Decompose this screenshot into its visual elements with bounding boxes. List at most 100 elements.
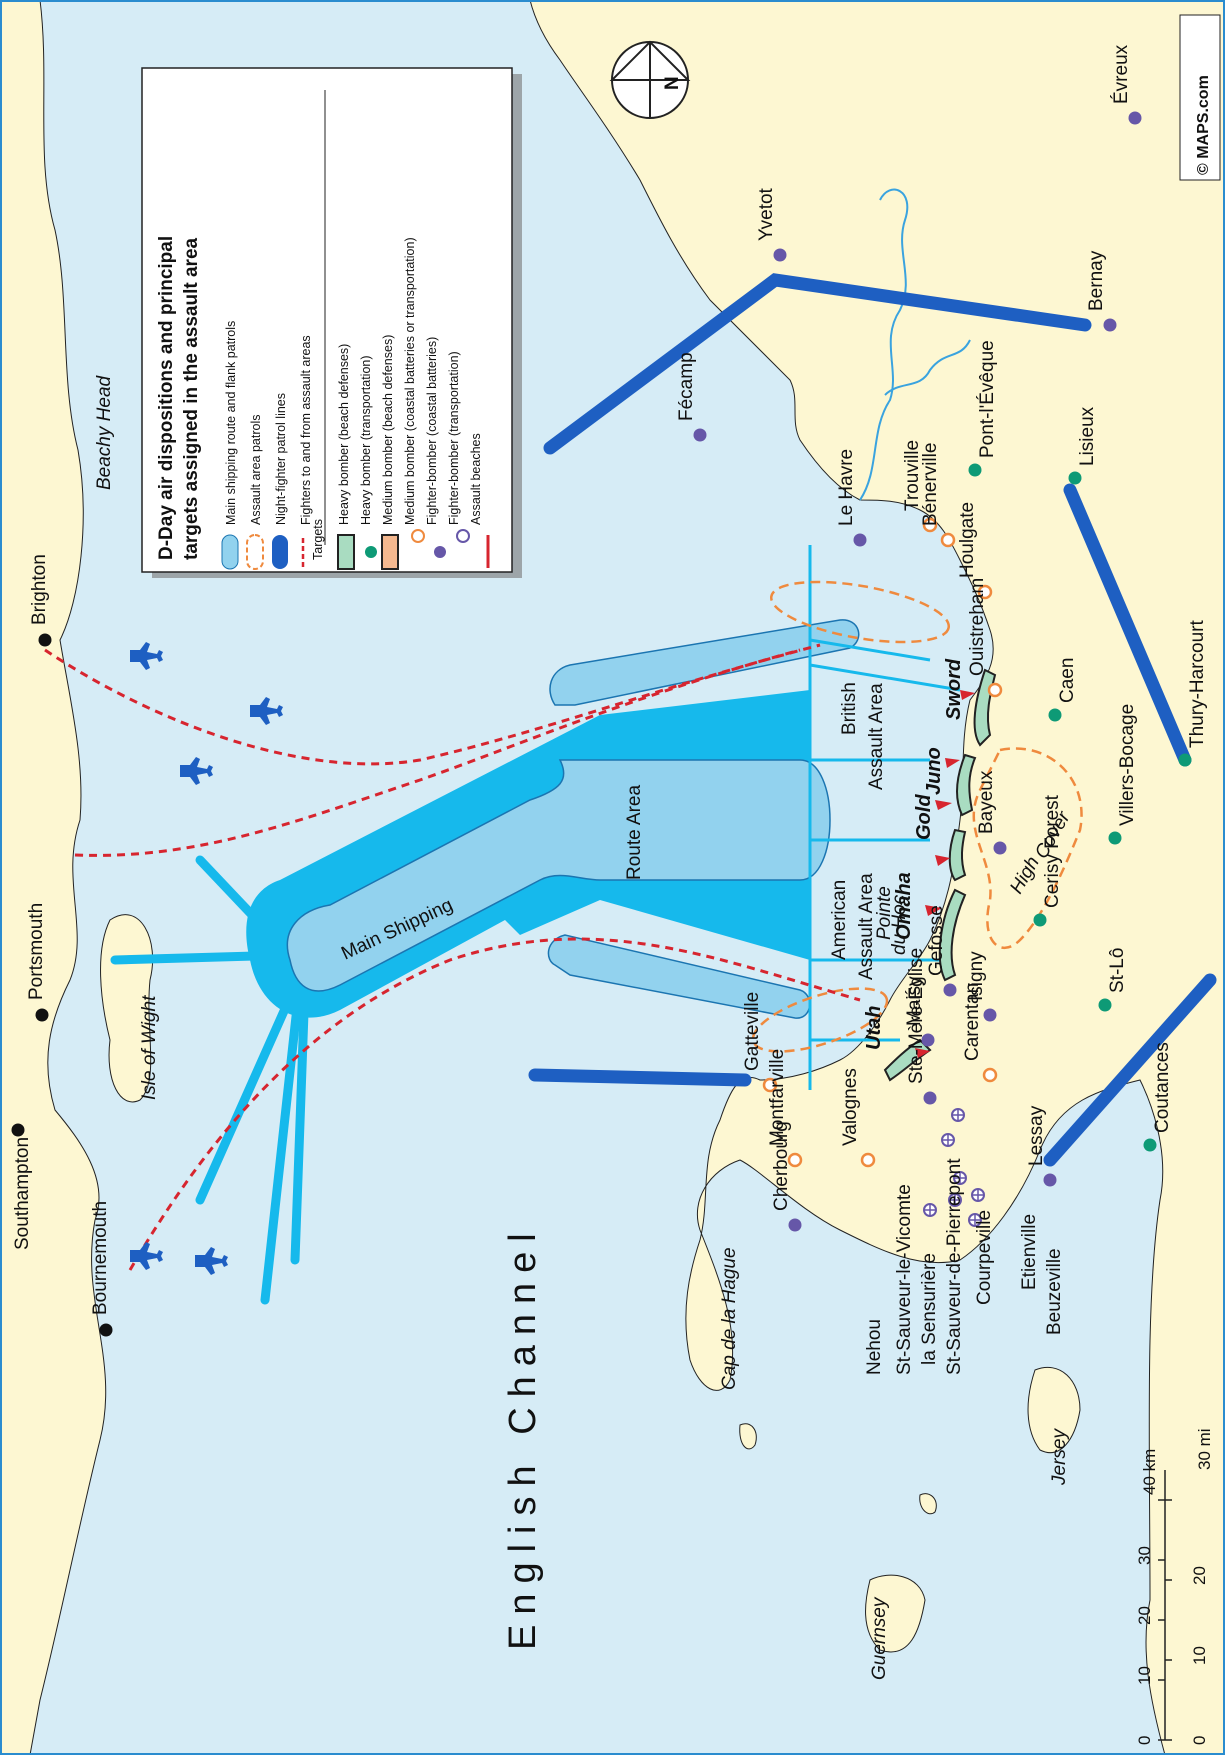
- legend-target-item: Fighter-bomber (transportation): [447, 351, 461, 525]
- scale-tick-label: 0: [1190, 1736, 1209, 1745]
- transport-target-dot: [983, 1008, 997, 1022]
- sea-name-label: English Channel: [502, 1223, 544, 1650]
- legend-item: Assault area patrols: [249, 415, 263, 525]
- legend-target-symbol: [337, 534, 355, 570]
- orange-target-label: Bénerville: [920, 443, 941, 526]
- guernsey-label: Guernsey: [869, 1596, 890, 1680]
- beach-label-omaha: Omaha: [893, 872, 915, 940]
- orange-target-label: Houlgate: [957, 502, 978, 578]
- coastal-target-dot: [1033, 913, 1047, 927]
- fighter-bomber-label: St-Sauveur-le-Vicomte: [894, 1184, 915, 1375]
- jersey: [1027, 1366, 1081, 1453]
- legend-target-symbol: [411, 529, 425, 543]
- england-place-dot: [35, 1008, 49, 1022]
- small-island: [919, 1493, 937, 1515]
- orange-target-dot: [762, 1077, 778, 1093]
- fighter-bomber-dot: [941, 1133, 955, 1147]
- plane-icon: [130, 1242, 163, 1270]
- legend-target-symbol: [381, 534, 399, 570]
- transport-target-label: Évreux: [1111, 44, 1132, 104]
- transport-target-label: Bernay: [1086, 250, 1107, 311]
- transport-target-label: Cherbourg: [771, 1121, 792, 1211]
- fighter-bomber-label: Nehou: [864, 1319, 885, 1375]
- fighter-bomber-dot: [971, 1188, 985, 1202]
- scale-tick-label: 20: [1135, 1606, 1154, 1625]
- legend-item: Fighters to and from assault areas: [299, 335, 313, 525]
- orange-target-label: Valognes: [840, 1068, 861, 1146]
- transport-target-dot: [773, 248, 787, 262]
- scale-km-label: 40 km: [1140, 1449, 1159, 1495]
- transport-target-dot: [923, 1091, 937, 1105]
- orange-target-label: Trouville: [902, 440, 923, 511]
- fighter-routes: [44, 643, 861, 1271]
- coastal-target-dot: [1098, 998, 1112, 1012]
- river: [884, 339, 971, 396]
- assault-lanes: [808, 545, 961, 1090]
- orange-target-dot: [860, 1152, 876, 1168]
- england-place-dot: [99, 1323, 113, 1337]
- cap-de-la-hague-label: Cap de la Hague: [719, 1247, 740, 1390]
- guernsey: [865, 1574, 926, 1653]
- flank-patrol: [549, 619, 860, 706]
- coastal-target-label: Lisieux: [1077, 406, 1098, 466]
- legend-target-item: Heavy bomber (transportation): [359, 355, 373, 525]
- coastal-target-dot: [1108, 831, 1122, 845]
- legend-target-symbol: [456, 529, 470, 543]
- legend-target-item: Assault beaches: [469, 433, 483, 525]
- flank-patrol: [547, 934, 811, 1019]
- british-area-label: British: [839, 682, 860, 735]
- legend-target-item: Fighter-bomber (coastal batteries): [425, 337, 439, 525]
- american-area-label: American: [829, 880, 850, 960]
- transport-target-label: Yvetot: [756, 187, 777, 241]
- legend-item: Night-fighter patrol lines: [274, 393, 288, 525]
- jersey-label: Jersey: [1049, 1428, 1070, 1486]
- legend-target-item: Heavy bomber (beach defenses): [337, 344, 351, 525]
- coastal-target-label: Caen: [1057, 658, 1078, 703]
- transport-target-label: Bayeux: [976, 770, 997, 834]
- fighter-bomber-label: St-Sauveur-de-Pierrepont: [944, 1158, 965, 1375]
- scale-tick-label: 20: [1190, 1566, 1209, 1585]
- scale-mi-label: 30 mi: [1195, 1428, 1214, 1470]
- isle-of-wight-label: Isle of Wight: [139, 995, 160, 1100]
- transport-target-label: Ste-Mère-Église: [906, 948, 927, 1084]
- fighter-bomber-dot: [968, 1213, 982, 1227]
- legend-target-item: Medium bomber (coastal batteries or tran…: [403, 237, 417, 525]
- plane-icon: [180, 757, 213, 785]
- england-place-dot: [38, 633, 52, 647]
- england-place-label: Bournemouth: [90, 1201, 111, 1315]
- pointe-du-hoc-label: Pointe: [874, 886, 895, 940]
- compass: N: [609, 40, 691, 119]
- fighter-bomber-dot: [923, 1203, 937, 1217]
- coastal-target-dot: [968, 463, 982, 477]
- coastal-target-label: Coutances: [1152, 1042, 1173, 1133]
- assault-area-patrols: [751, 580, 1083, 1053]
- orange-target-dot: [922, 517, 938, 533]
- orange-target-dot: [987, 682, 1003, 698]
- fighter-bomber-label: Etienville: [1019, 1214, 1040, 1290]
- scale-tick-label: 0: [1135, 1736, 1154, 1745]
- shipping-lanes: [110, 855, 310, 1305]
- copyright-text: © MAPS.com: [1195, 75, 1212, 175]
- orange-target-label: Gatteville: [742, 992, 763, 1071]
- transport-target-dot: [1128, 111, 1142, 125]
- compass-n-label: N: [662, 76, 683, 90]
- fighter-bomber-label: Beuzeville: [1044, 1248, 1065, 1335]
- beach-label-utah: Utah: [863, 1006, 885, 1050]
- coastal-target-dot: [1068, 471, 1082, 485]
- legend-night-symbol: [272, 535, 288, 569]
- scale-tick-label: 10: [1190, 1646, 1209, 1665]
- england-place-label: Southampton: [12, 1137, 33, 1250]
- fighter-bomber-dot: [951, 1108, 965, 1122]
- transport-target-label: Le Havre: [836, 449, 857, 526]
- transport-target-dot: [788, 1218, 802, 1232]
- coastal-target-label: Thury-Harcourt: [1187, 620, 1208, 748]
- beachy-head-label: Beachy Head: [94, 374, 115, 490]
- pointe-du-hoc-label: du Hoc: [889, 894, 910, 955]
- copyright-badge: © MAPS.com: [1179, 14, 1221, 181]
- coastal-target-label: Cerisy Forest: [1042, 794, 1063, 908]
